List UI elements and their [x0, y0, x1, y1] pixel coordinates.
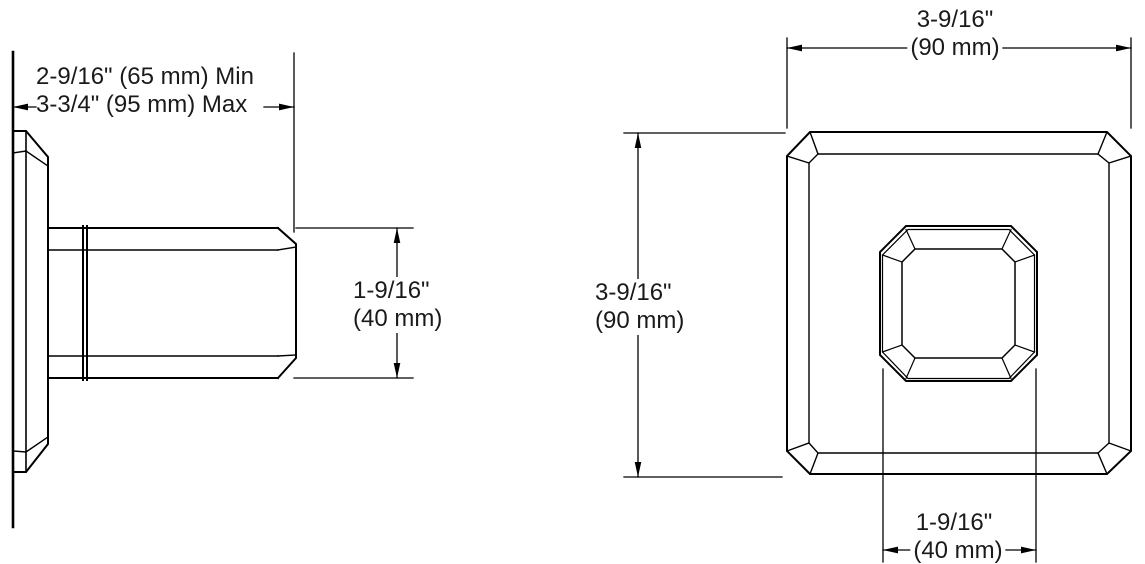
dim-text-min: 2-9/16" (65 mm) Min — [36, 63, 254, 90]
dim-text-inches: 1-9/16" — [915, 509, 993, 536]
arrowhead-up — [393, 228, 401, 243]
dim-text-inches: 1-9/16" — [353, 277, 430, 304]
knob-outer-octagon — [879, 225, 1038, 382]
corner-facet-top-right — [1097, 131, 1132, 164]
dim-text-metric: (90 mm) — [595, 307, 685, 334]
dim-text-metric: (40 mm) — [353, 305, 443, 332]
handle-tip-chamfer-bottom — [277, 354, 297, 357]
escutcheon-front — [786, 131, 1132, 475]
escutcheon-side-profile — [12, 130, 49, 473]
knob-face — [901, 248, 1016, 359]
dim-text-metric: (90 mm) — [910, 34, 1000, 61]
arrowhead-left — [883, 546, 898, 554]
arrowhead-down — [634, 462, 642, 477]
front-view — [623, 37, 1132, 563]
front-knob-width-dimension-inches: 1-9/16" — [916, 509, 993, 537]
dim-text-inches: 3-9/16" — [916, 6, 994, 33]
dim-text-metric: (40 mm) — [913, 537, 1003, 564]
side-depth-dimension-label: 2-9/16" (65 mm) Min 3-3/4" (95 mm) Max — [36, 63, 254, 119]
arrowhead-left — [787, 44, 802, 52]
handle-tip-chamfer-top — [277, 246, 297, 251]
arrowhead-left — [13, 103, 28, 111]
front-width-dimension-inches: 3-9/16" — [917, 6, 994, 34]
dim-text-inches: 3-9/16" — [595, 279, 672, 306]
arrowhead-right — [279, 103, 294, 111]
side-depth-dimension — [12, 52, 295, 233]
arrowhead-down — [393, 363, 401, 378]
escutcheon-chamfer-bottom — [12, 436, 49, 453]
corner-facet-top-left — [786, 131, 819, 164]
knob-inner-octagon — [881, 228, 1036, 380]
front-width-dimension-metric: (90 mm) — [907, 34, 1003, 62]
escutcheon-chamfer-top — [12, 150, 49, 167]
handle-front — [879, 225, 1038, 382]
corner-facet-bottom-right — [1097, 442, 1132, 475]
side-height-dimension-label: 1-9/16" (40 mm) — [350, 277, 446, 333]
front-knob-width-dimension-metric: (40 mm) — [910, 537, 1006, 564]
corner-facet-bottom-left — [786, 442, 819, 475]
arrowhead-right — [1116, 44, 1131, 52]
dim-text-max: 3-3/4" (95 mm) Max — [36, 91, 248, 118]
handle-tip-profile — [276, 226, 297, 380]
arrowhead-up — [634, 133, 642, 148]
side-view — [11, 50, 414, 529]
arrowhead-right — [1021, 546, 1036, 554]
knob-facet-edges — [881, 228, 1036, 380]
escutcheon-outline — [786, 131, 1132, 475]
front-height-dimension-label: 3-9/16" (90 mm) — [592, 279, 688, 335]
handle-side-profile — [47, 225, 297, 381]
